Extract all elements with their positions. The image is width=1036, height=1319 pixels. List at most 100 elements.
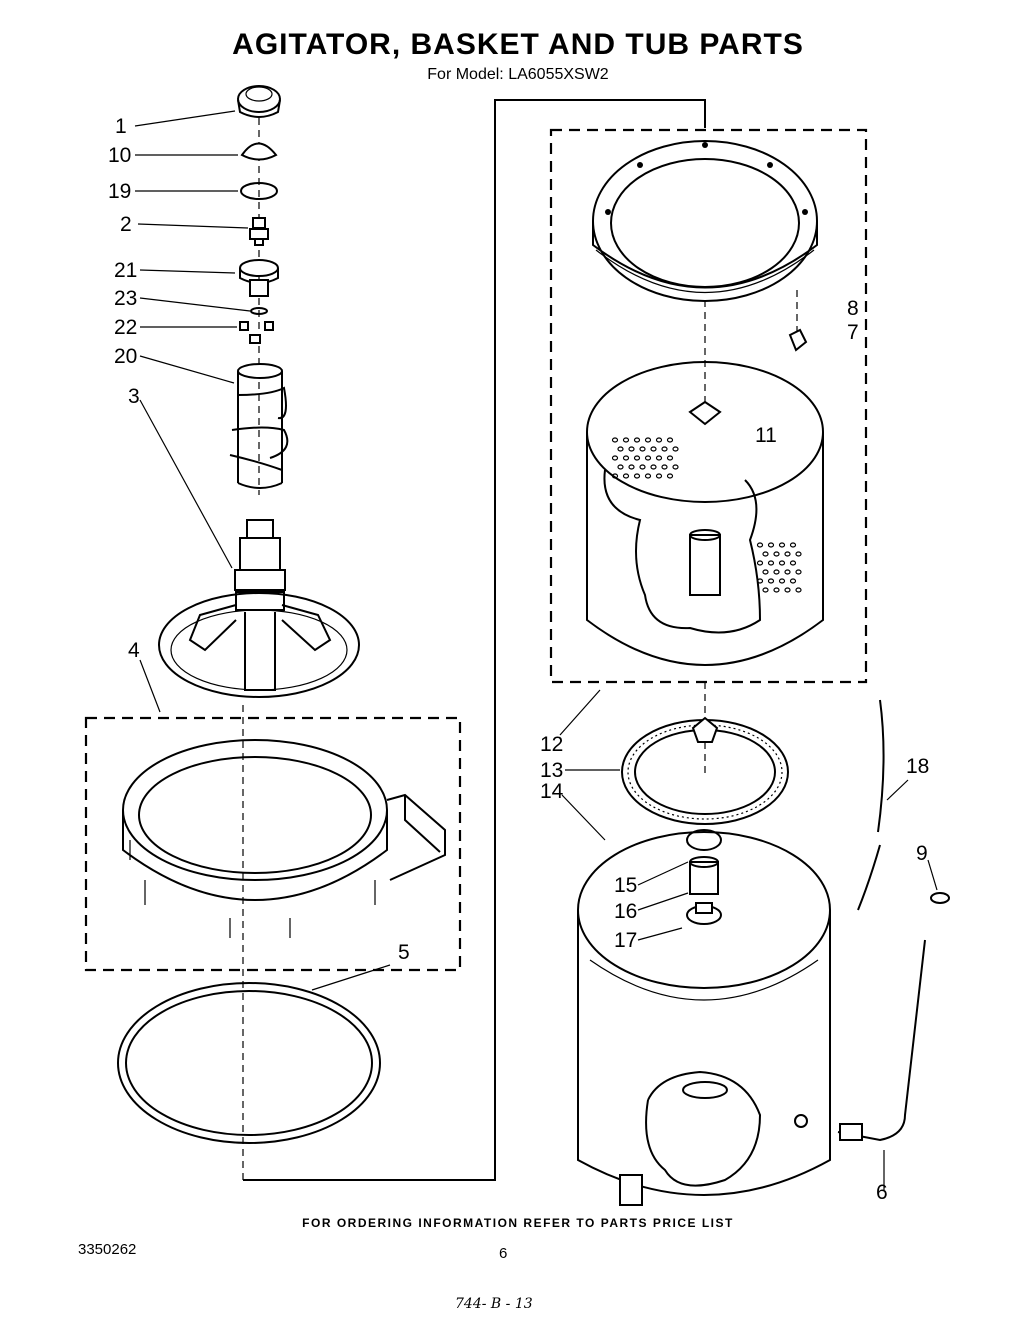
part-16-nut	[689, 856, 719, 895]
callout-23: 23	[114, 287, 138, 310]
perforation-hole	[655, 437, 663, 443]
callout-4: 4	[128, 639, 140, 662]
perforation-hole	[767, 542, 775, 548]
part-3-agitator-base	[158, 519, 360, 698]
perforation-hole	[778, 542, 786, 548]
perforation-hole	[661, 464, 668, 470]
handwritten-code: 744- B - 13	[455, 1296, 533, 1312]
callout-15: 15	[614, 874, 638, 897]
perforation-hole	[650, 464, 657, 470]
part-21-cam	[239, 259, 279, 297]
part-17-bearing	[686, 902, 722, 925]
perforation-hole	[622, 437, 630, 443]
part-23-washer	[250, 307, 268, 315]
part-11-drive-block	[688, 400, 722, 426]
model-subtitle: For Model: LA6055XSW2	[427, 66, 609, 83]
page-number: 6	[499, 1245, 508, 1262]
perforation-hole	[644, 455, 652, 461]
part-22-dogs	[239, 321, 274, 344]
part-18-hose	[857, 699, 885, 911]
callout-1: 1	[115, 115, 127, 138]
perforation-hole	[795, 569, 802, 575]
callout-17: 17	[614, 929, 638, 952]
perforation-hole	[633, 437, 641, 443]
perforation-hole	[611, 437, 619, 443]
perforation-hole	[773, 587, 780, 593]
perforation-hole	[784, 551, 791, 557]
perforation-hole	[778, 578, 786, 584]
perforation-hole	[762, 551, 769, 557]
part-2-adapter	[249, 217, 269, 246]
perforation-hole	[767, 578, 775, 584]
perforation-hole	[633, 455, 641, 461]
callout-18: 18	[906, 755, 930, 778]
perforation-hole	[773, 569, 780, 575]
part-15-retaining-ring	[686, 829, 722, 851]
perforation-hole	[672, 446, 679, 452]
perforation-hole	[628, 464, 635, 470]
perforation-hole	[639, 446, 646, 452]
perforation-hole	[666, 473, 674, 479]
callout-10: 10	[108, 144, 132, 167]
callout-2: 2	[120, 213, 132, 236]
callout-9: 9	[916, 842, 928, 865]
callout-8: 8	[847, 297, 859, 320]
part-10-cap-seal	[240, 142, 278, 161]
perforation-hole	[756, 578, 764, 584]
wash-basket	[586, 361, 824, 666]
perforation-hole	[672, 464, 679, 470]
perforation-hole	[767, 560, 775, 566]
outer-tub	[577, 831, 831, 1206]
perforation-hole	[639, 464, 646, 470]
callout-3: 3	[128, 385, 140, 408]
perforation-hole	[762, 587, 769, 593]
part-4-tub-ring	[122, 739, 446, 938]
perforation-hole	[655, 473, 663, 479]
perforation-hole	[762, 569, 769, 575]
callout-13: 13	[540, 759, 564, 782]
perforation-hole	[650, 446, 657, 452]
perforation-hole	[666, 455, 674, 461]
perforation-hole	[784, 587, 791, 593]
part-7-clip	[788, 328, 808, 352]
document-number: 3350262	[78, 1241, 137, 1258]
perforation-hole	[756, 542, 764, 548]
part-19-o-ring	[240, 182, 278, 200]
callout-14: 14	[540, 780, 564, 803]
perforation-hole	[633, 473, 641, 479]
callout-12: 12	[540, 733, 564, 756]
perforation-hole	[611, 473, 619, 479]
perforation-hole	[622, 455, 630, 461]
perforation-hole	[789, 560, 797, 566]
part-20-agitator-auger	[229, 363, 289, 489]
perforation-hole	[756, 560, 764, 566]
perforation-hole	[622, 473, 630, 479]
callout-5: 5	[398, 941, 410, 964]
perforation-hole	[778, 560, 786, 566]
ordering-info-note: FOR ORDERING INFORMATION REFER TO PARTS …	[302, 1216, 734, 1230]
perforation-hole	[789, 578, 797, 584]
perforation-hole	[773, 551, 780, 557]
perforation-hole	[666, 437, 674, 443]
part-8-balance-ring	[592, 140, 818, 302]
perforation-hole	[611, 455, 619, 461]
perforation-hole	[661, 446, 668, 452]
part-13-hub-seal	[621, 716, 789, 825]
page-title: AGITATOR, BASKET AND TUB PARTS	[232, 28, 804, 61]
callout-6: 6	[876, 1181, 888, 1204]
perforation-hole	[789, 542, 797, 548]
part-9-hose-clamp	[930, 892, 950, 904]
basket-group-box	[549, 128, 868, 684]
callout-7: 7	[847, 321, 859, 344]
perforation-hole	[795, 551, 802, 557]
callout-20: 20	[114, 345, 138, 368]
part-1-agitator-cap	[237, 85, 281, 118]
callout-22: 22	[114, 316, 138, 339]
part-6-drain-hose	[837, 939, 926, 1142]
perforation-hole	[784, 569, 791, 575]
perforation-hole	[655, 455, 663, 461]
callout-11: 11	[755, 424, 777, 447]
callout-19: 19	[108, 180, 132, 203]
perforation-hole	[644, 437, 652, 443]
